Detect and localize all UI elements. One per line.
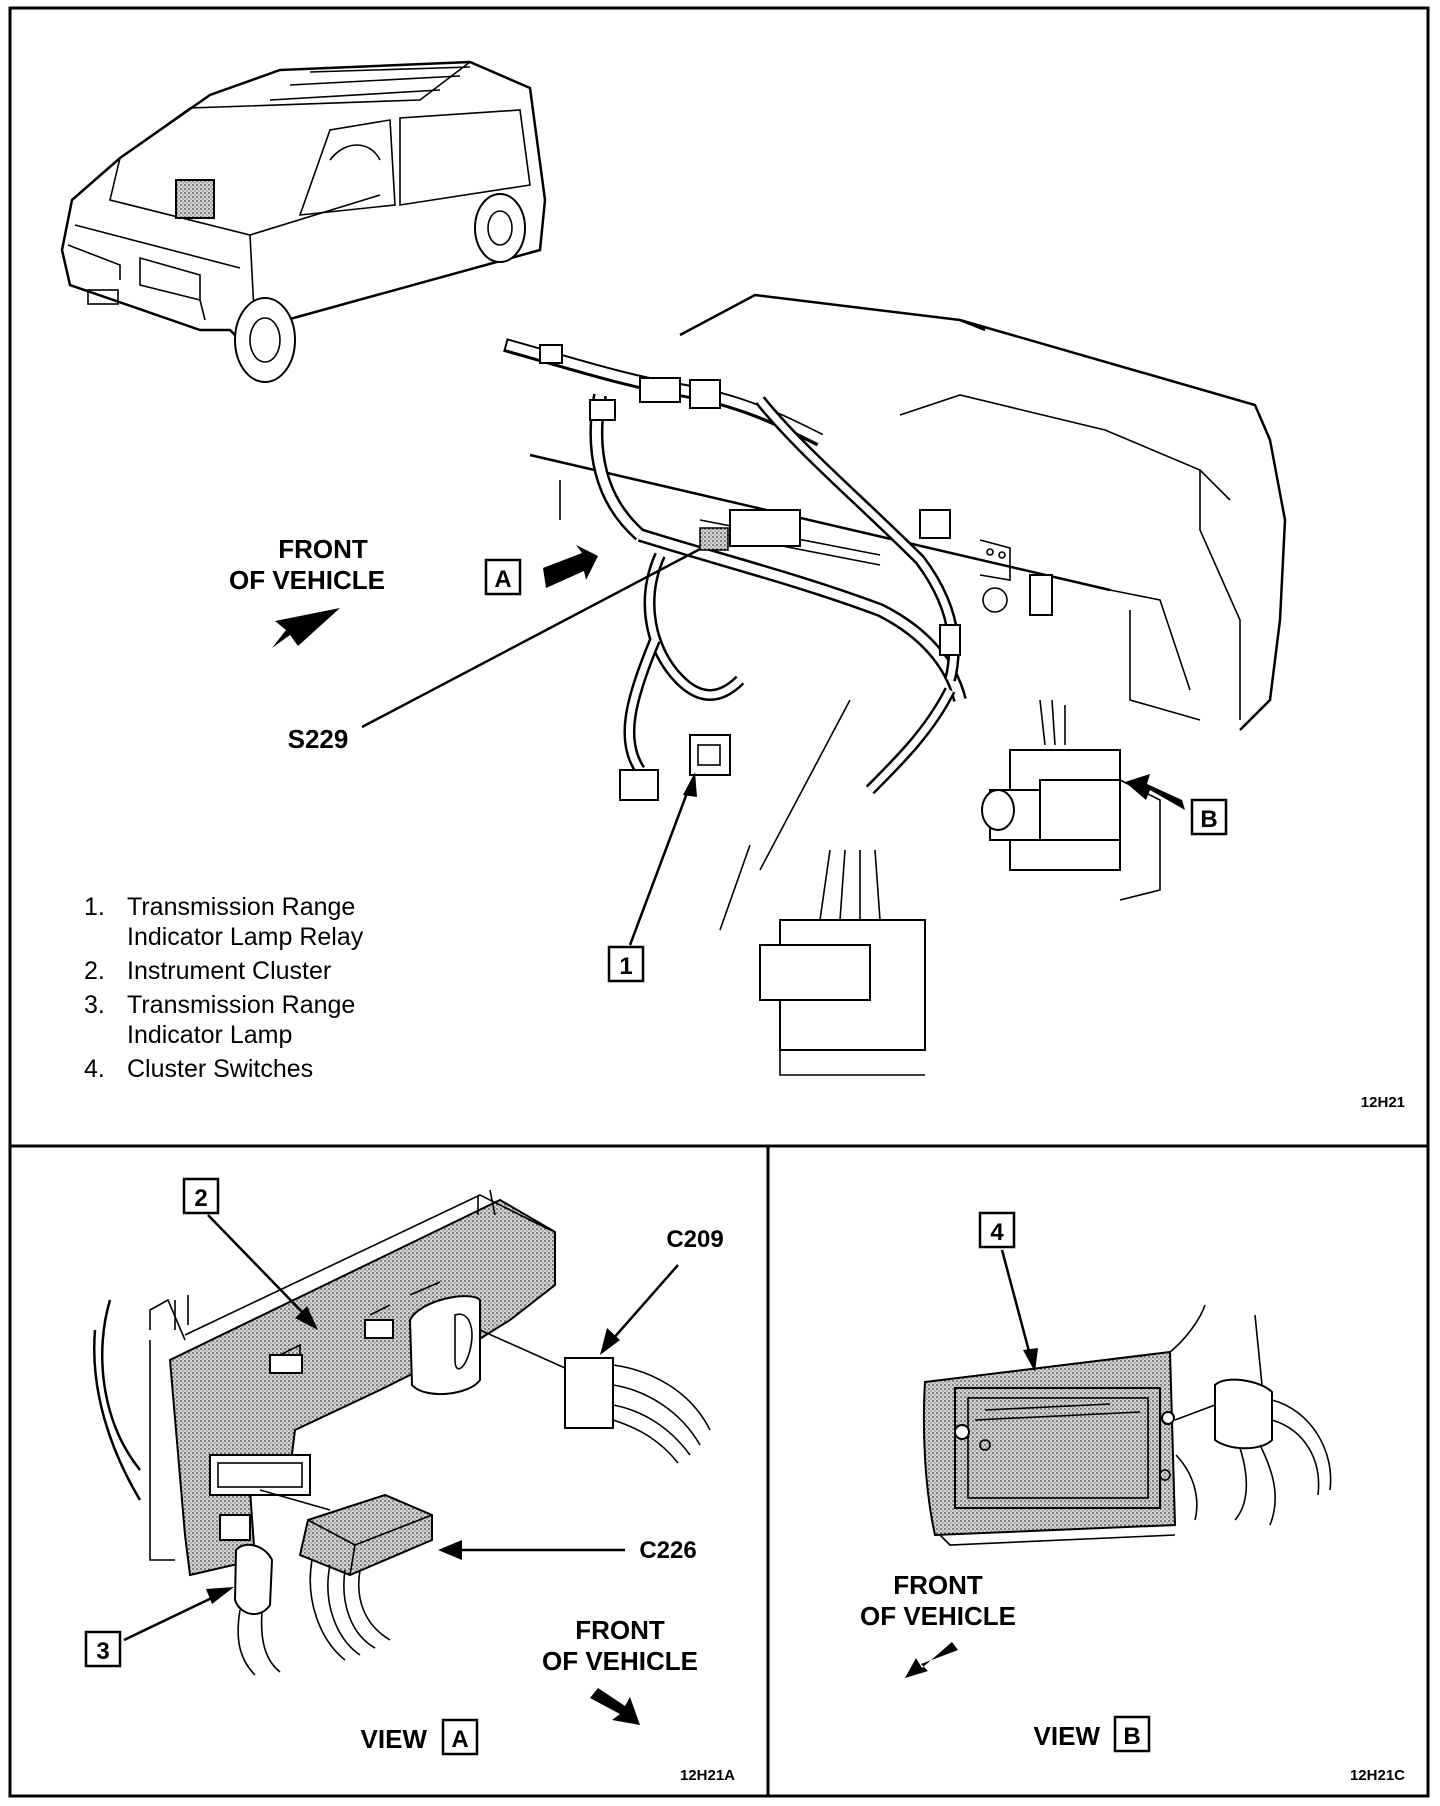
callout-4-number: 4 (990, 1219, 1004, 1246)
view-b-caption: VIEW B (1034, 1715, 1151, 1753)
view-b-illustration (922, 1304, 1332, 1546)
splice-s229: S229 (288, 527, 729, 754)
figure-code-main: 12H21 (1361, 1094, 1405, 1111)
front-a-line2: OF VEHICLE (542, 1646, 698, 1676)
callout-2-arrowhead-icon (295, 1306, 318, 1330)
callout-1-main: 1 (607, 772, 697, 983)
callout-a-letter: A (494, 566, 511, 593)
front-text-line1: FRONT (278, 534, 368, 564)
front-a-line1: FRONT (575, 1615, 665, 1645)
callout-2: 2 (182, 1177, 318, 1330)
legend-num-1: 1. (84, 893, 105, 921)
view-a-illustration (93, 1189, 711, 1676)
legend-item-1-line2: Indicator Lamp Relay (127, 923, 364, 951)
c226-arrowhead-icon (438, 1540, 462, 1560)
view-b-letter: B (1123, 1723, 1140, 1750)
front-of-vehicle-view-a: FRONT OF VEHICLE (542, 1615, 698, 1725)
callout-1-arrowhead-icon (683, 772, 697, 797)
figure-code-view-b: 12H21C (1350, 1767, 1405, 1784)
legend-num-4: 4. (84, 1055, 105, 1083)
front-b-line1: FRONT (893, 1570, 983, 1600)
callout-b-letter: B (1200, 806, 1217, 833)
figure-code-view-a: 12H21A (680, 1767, 735, 1784)
connector-c209-label: C209 (666, 1226, 723, 1253)
legend-item-1-line1: Transmission Range (127, 893, 355, 921)
figure-frame (8, 6, 1430, 1798)
callout-b-arrow-icon (1125, 774, 1185, 810)
view-a-caption: VIEW A (361, 1718, 479, 1756)
callout-b-main: B (1125, 774, 1228, 836)
legend-num-3: 3. (84, 991, 105, 1019)
view-b-word: VIEW (1034, 1721, 1101, 1751)
front-text-line2: OF VEHICLE (229, 565, 385, 595)
callout-a-arrow-icon (543, 545, 598, 588)
legend-item-3-line1: Transmission Range (127, 991, 355, 1019)
front-arrow-icon (272, 608, 340, 648)
van-illustration (60, 60, 547, 383)
front-b-arrow-icon (905, 1642, 958, 1678)
dashboard-illustration (503, 293, 1287, 1076)
callout-3-arrowhead-icon (206, 1587, 234, 1604)
callout-2-number: 2 (194, 1185, 207, 1212)
callout-1-number: 1 (619, 953, 632, 980)
callout-4: 4 (978, 1211, 1038, 1372)
connector-c226: C226 (438, 1537, 697, 1564)
callout-4-arrowhead-icon (1023, 1348, 1038, 1372)
c209-arrowhead-icon (600, 1328, 620, 1355)
callout-a-main: A (484, 545, 598, 596)
callout-3: 3 (84, 1587, 234, 1668)
legend-item-4-line1: Cluster Switches (127, 1055, 313, 1083)
front-a-arrow-icon (590, 1688, 640, 1725)
splice-label: S229 (288, 724, 349, 754)
view-a-letter: A (451, 1726, 468, 1753)
view-a-word: VIEW (361, 1724, 428, 1754)
legend-item-3-line2: Indicator Lamp (127, 1021, 292, 1049)
connector-c209: C209 (600, 1226, 724, 1355)
legend-num-2: 2. (84, 957, 105, 985)
front-b-line2: OF VEHICLE (860, 1601, 1016, 1631)
legend-item-2-line1: Instrument Cluster (127, 957, 331, 985)
front-of-vehicle-main: FRONT OF VEHICLE (229, 534, 385, 648)
callout-3-number: 3 (96, 1638, 109, 1665)
connector-c226-label: C226 (639, 1537, 696, 1564)
legend: 1. Transmission Range Indicator Lamp Rel… (84, 893, 364, 1083)
front-of-vehicle-view-b: FRONT OF VEHICLE (860, 1570, 1016, 1678)
